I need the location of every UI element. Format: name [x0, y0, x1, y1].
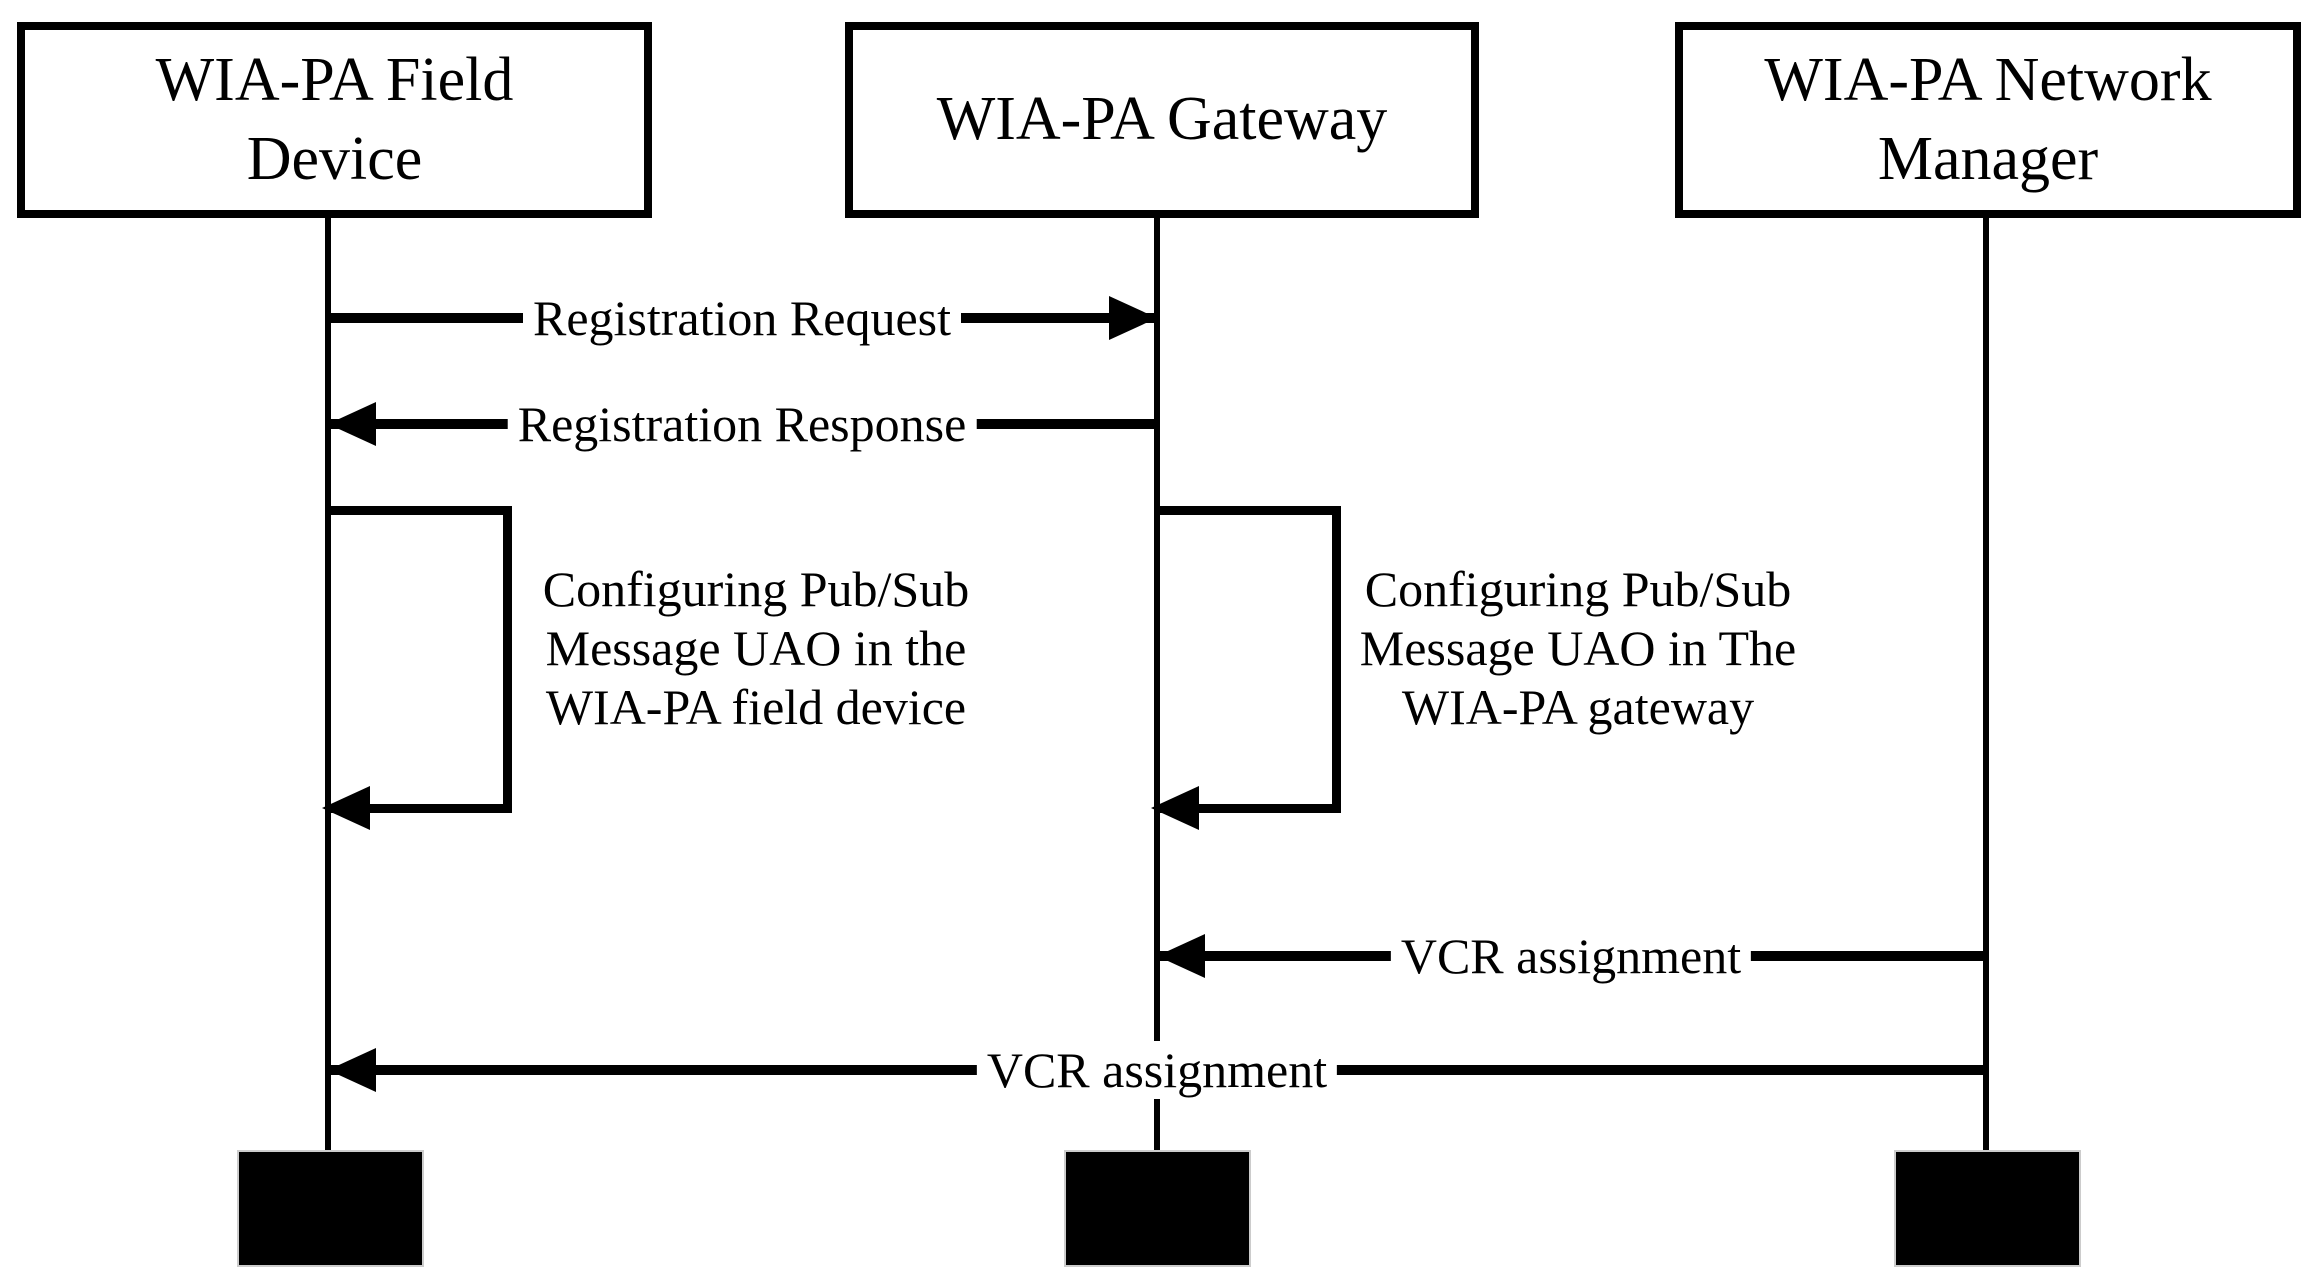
arrowhead-left-icon: [328, 402, 376, 446]
self-loop-gateway-right: [1332, 506, 1341, 813]
self-loop-label-gateway: Configuring Pub/Sub Message UAO in The W…: [1359, 561, 1797, 735]
message-label-vcr-assignment-gateway: VCR assignment: [1390, 927, 1752, 985]
self-loop-field-device-right: [503, 506, 512, 813]
arrowhead-left-icon: [1157, 934, 1205, 978]
actor-box-field-device: WIA-PA Field Device: [17, 22, 652, 218]
self-loop-field-device-bottom: [328, 804, 512, 813]
activation-bar-network-manager: [1894, 1150, 2081, 1267]
actor-box-gateway: WIA-PA Gateway: [845, 22, 1479, 218]
lifeline-network-manager: [1983, 218, 1989, 1151]
arrowhead-right-icon: [1109, 296, 1157, 340]
message-label-registration-request: Registration Request: [523, 289, 961, 347]
arrowhead-left-icon: [1151, 786, 1199, 830]
arrowhead-left-icon: [328, 1048, 376, 1092]
self-loop-label-field-device: Configuring Pub/Sub Message UAO in the W…: [542, 561, 970, 735]
activation-bar-field-device: [237, 1150, 424, 1267]
lifeline-gateway: [1154, 218, 1160, 1151]
activation-bar-gateway: [1064, 1150, 1251, 1267]
message-label-vcr-assignment-field-device: VCR assignment: [976, 1041, 1338, 1099]
self-loop-gateway-bottom: [1157, 804, 1341, 813]
self-loop-gateway-top: [1157, 506, 1341, 515]
self-loop-field-device-top: [328, 506, 512, 515]
arrowhead-left-icon: [322, 786, 370, 830]
actor-box-network-manager: WIA-PA Network Manager: [1675, 22, 2301, 218]
message-label-registration-response: Registration Response: [507, 395, 977, 453]
lifeline-field-device: [325, 218, 331, 1151]
